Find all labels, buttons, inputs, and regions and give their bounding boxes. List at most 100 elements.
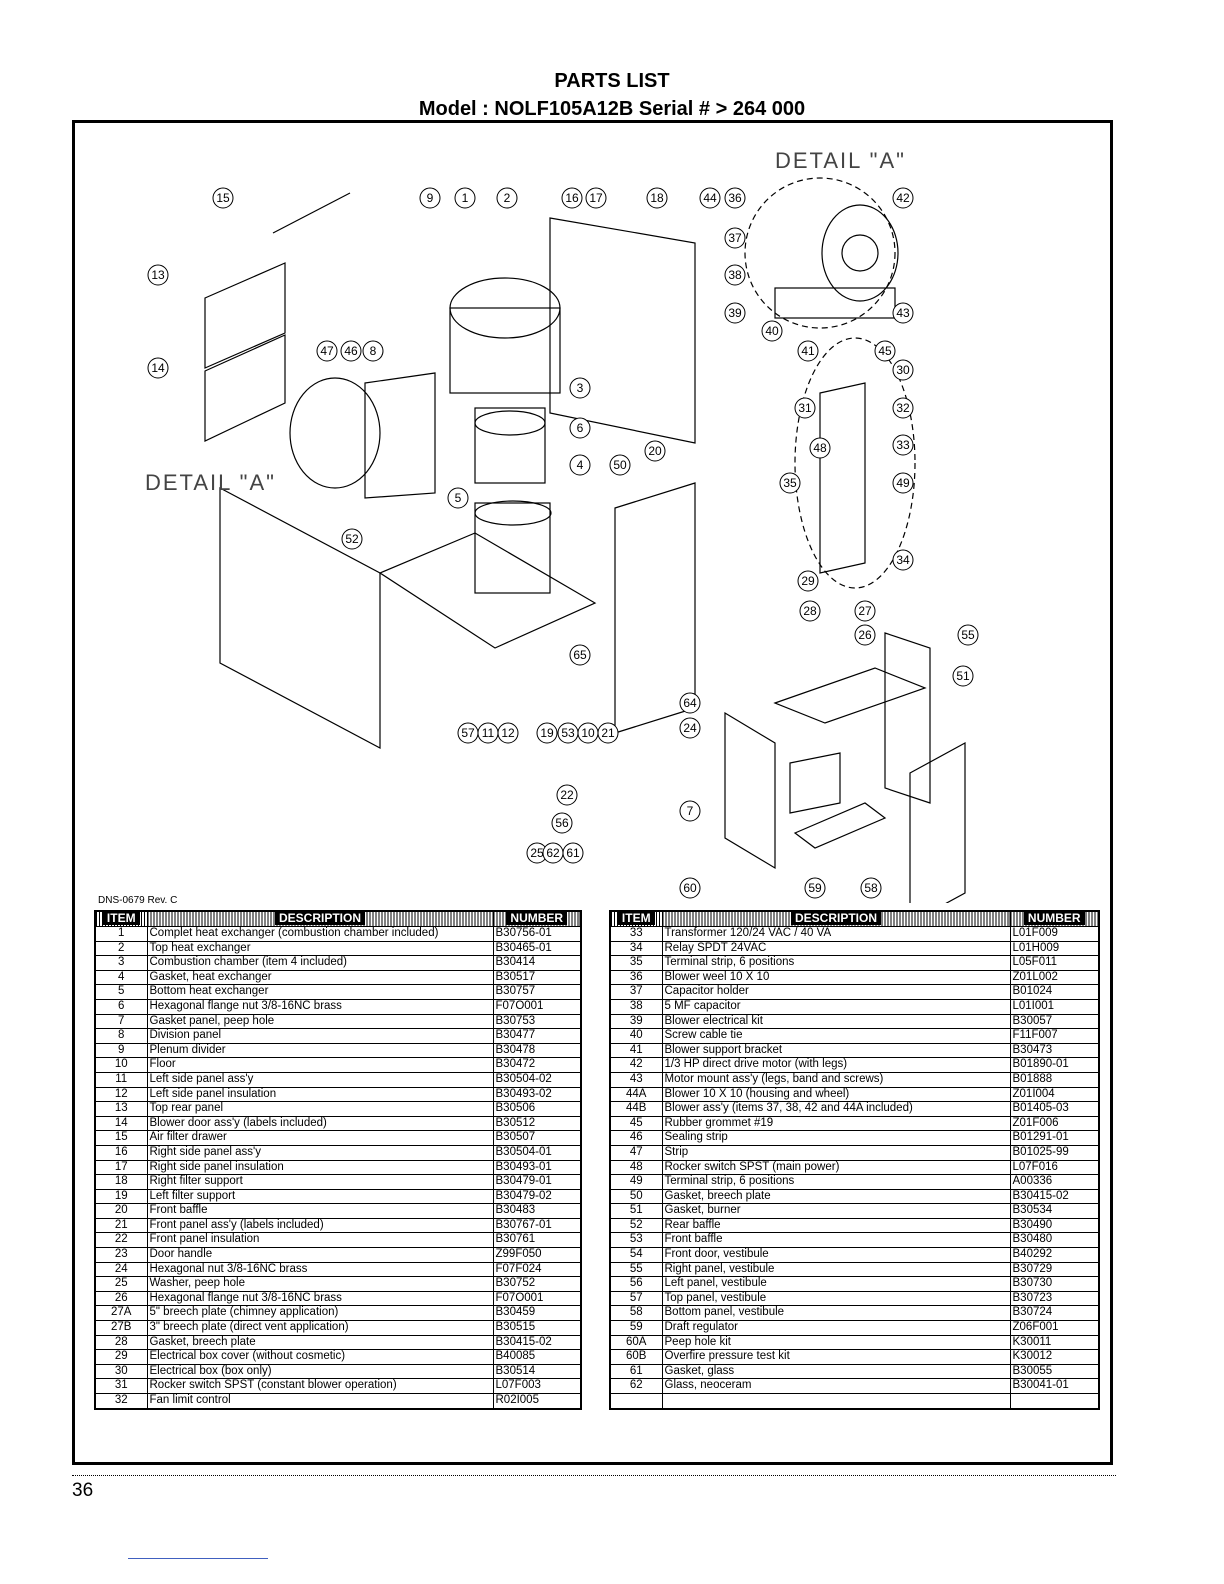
item-cell: 52 [609,1217,663,1234]
number-cell: K30011 [1009,1334,1100,1351]
callout-label: 33 [896,438,910,452]
item-cell: 20 [94,1203,148,1219]
item-cell: 24 [94,1261,148,1278]
item-cell: 13 [94,1101,148,1117]
number-cell: F07F024 [492,1261,582,1278]
callout-circle [569,454,591,476]
description-cell: Gasket, heat exchanger [146,969,494,986]
item-cell: 23 [94,1247,148,1263]
number-cell: L01F009 [1009,926,1100,942]
number-cell: B30515 [492,1320,582,1336]
callout-label: 5 [455,491,462,505]
number-cell: R02I005 [492,1392,582,1410]
description-cell: Left filter support [146,1188,494,1205]
description-cell: Terminal strip, 6 positions [661,1174,1011,1190]
number-cell: F07O001 [492,998,582,1015]
number-cell: B30757 [492,984,582,1000]
callout-circle [809,437,831,459]
detail-a-label-top: DETAIL "A" [775,148,906,173]
model-line: Model : NOLF105A12B Serial # > 264 000 [418,98,806,120]
number-cell: B30477 [492,1028,582,1044]
number-cell: B30761 [492,1232,582,1249]
callout-circle [340,340,362,362]
item-cell: 50 [609,1188,663,1205]
item-cell: 53 [609,1232,663,1249]
description-cell: Front door, vestibule [661,1247,1011,1263]
number-cell: L05F011 [1009,955,1100,971]
item-cell: 16 [94,1144,148,1161]
callout-circle [761,320,783,342]
number-cell: B30465-01 [492,940,582,957]
table-row [609,1392,1100,1410]
callout-circle [799,600,821,622]
callout-circle [341,528,363,550]
item-cell: 59 [609,1320,663,1336]
number-cell: B01405-03 [1009,1101,1100,1117]
description-cell: Peep hole kit [661,1334,1011,1351]
col-header-number: NUMBER [492,910,582,927]
callout-circle [892,549,914,571]
callout-circle [804,877,826,899]
number-cell: Z01L002 [1009,969,1100,986]
callout-label: 64 [683,696,697,710]
number-cell: B40085 [492,1349,582,1365]
callout-label: 34 [896,553,910,567]
number-cell: Z99F050 [492,1247,582,1263]
item-cell: 15 [94,1130,148,1146]
description-cell: Gasket, breech plate [146,1334,494,1351]
item-cell: 19 [94,1188,148,1205]
description-cell: Blower 10 X 10 (housing and wheel) [661,1086,1011,1103]
callout-label: 32 [896,401,910,415]
callout-label: 22 [560,788,574,802]
item-cell: 18 [94,1174,148,1190]
description-cell: Front baffle [146,1203,494,1219]
item-cell: 56 [609,1276,663,1292]
number-cell: A00336 [1009,1174,1100,1190]
description-cell: Gasket, burner [661,1203,1011,1219]
number-cell: L01I001 [1009,998,1100,1015]
description-cell: Front panel ass'y (labels included) [146,1217,494,1234]
description-cell: Terminal strip, 6 positions [661,955,1011,971]
callout-circle [561,187,583,209]
number-cell: B30729 [1009,1261,1100,1278]
number-cell: B30724 [1009,1305,1100,1322]
item-cell: 36 [609,969,663,986]
number-cell: Z01I004 [1009,1086,1100,1103]
callout-circle [797,340,819,362]
callout-label: 31 [798,401,812,415]
item-cell: 51 [609,1203,663,1219]
description-cell: Bottom panel, vestibule [661,1305,1011,1322]
item-cell: 37 [609,984,663,1000]
number-cell: B30479-01 [492,1174,582,1190]
description-cell: Left side panel ass'y [146,1071,494,1088]
number-cell: B30752 [492,1276,582,1292]
item-cell: 3 [94,955,148,971]
number-cell: B30415-02 [492,1334,582,1351]
description-cell: Right side panel insulation [146,1159,494,1176]
callout-label: 42 [896,191,910,205]
description-cell: Hexagonal flange nut 3/8-16NC brass [146,998,494,1015]
description-cell: 5" breech plate (chimney application) [146,1305,494,1322]
callout-circle [644,440,666,462]
callout-circle [854,624,876,646]
callout-circle [212,187,234,209]
item-cell: 41 [609,1042,663,1059]
callout-label: 13 [151,268,165,282]
number-cell: B30459 [492,1305,582,1322]
